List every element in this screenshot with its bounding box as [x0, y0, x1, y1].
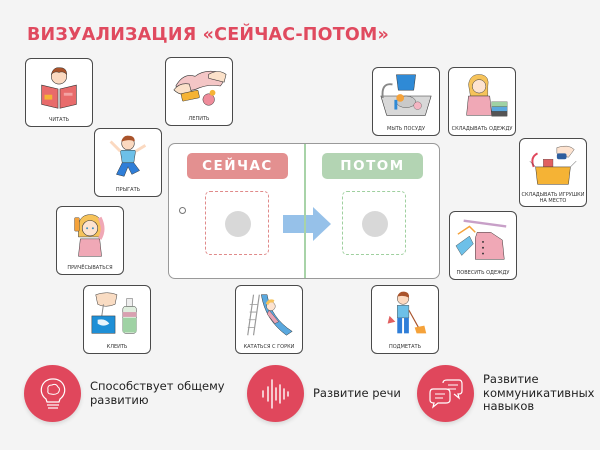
clay-hands-icon — [170, 62, 228, 110]
benefit-text: коммуникативных — [483, 385, 595, 400]
card-caption: ПРИЧЁСЫВАТЬСЯ — [67, 265, 113, 271]
card-dishes[interactable]: МЫТЬ ПОСУДУ — [372, 67, 440, 136]
benefit-text: развитию — [90, 392, 149, 407]
right-arrow-icon — [283, 207, 331, 241]
card-caption: КАТАТЬСЯ С ГОРКИ — [243, 344, 295, 350]
glue-bottle-icon — [88, 290, 146, 338]
velcro-dot — [362, 211, 388, 237]
card-hang[interactable]: ПОВЕСИТЬ ОДЕЖДУ — [449, 211, 517, 280]
now-later-board: СЕЙЧАС ПОТОМ — [168, 143, 440, 279]
jumping-boy-icon — [99, 133, 157, 181]
now-slot[interactable] — [205, 191, 269, 255]
card-fold[interactable]: СКЛАДЫВАТЬ ОДЕЖДУ — [448, 67, 516, 136]
toy-box-icon — [524, 143, 582, 187]
combing-girl-icon — [61, 211, 119, 259]
benefit-text: Развитие — [483, 372, 539, 387]
benefit-communication-skills: Развитие коммуникативных навыков — [417, 365, 594, 422]
card-caption: СКЛАДЫВАТЬ ИГРУШКИ НА МЕСТО — [521, 192, 585, 204]
soundwave-icon — [247, 365, 304, 422]
now-label: СЕЙЧАС — [187, 153, 288, 179]
card-toys[interactable]: СКЛАДЫВАТЬ ИГРУШКИ НА МЕСТО — [519, 138, 587, 207]
board-divider — [304, 144, 306, 278]
card-caption: КЛЕИТЬ — [106, 344, 128, 350]
pin-hole — [179, 207, 186, 214]
card-caption: ЛЕПИТЬ — [188, 116, 210, 122]
page-title: ВИЗУАЛИЗАЦИЯ «СЕЙЧАС-ПОТОМ» — [27, 25, 390, 45]
lightbulb-brain-icon — [24, 365, 81, 422]
benefit-text: Развитие речи — [313, 385, 401, 400]
card-comb[interactable]: ПРИЧЁСЫВАТЬСЯ — [56, 206, 124, 275]
card-sweep[interactable]: ПОДМЕТАТЬ — [371, 285, 439, 354]
card-jump[interactable]: ПРЫГАТЬ — [94, 128, 162, 197]
velcro-dot — [225, 211, 251, 237]
card-caption: ПОВЕСИТЬ ОДЕЖДУ — [456, 270, 510, 276]
card-glue[interactable]: КЛЕИТЬ — [83, 285, 151, 354]
card-slide[interactable]: КАТАТЬСЯ С ГОРКИ — [235, 285, 303, 354]
card-caption: ПРЫГАТЬ — [115, 187, 141, 193]
slide-girl-icon — [240, 290, 298, 338]
folding-clothes-icon — [453, 72, 511, 120]
washing-dishes-icon — [377, 72, 435, 120]
card-read[interactable]: ЧИТАТЬ — [25, 58, 93, 127]
chat-bubbles-icon — [417, 365, 474, 422]
card-caption: ЧИТАТЬ — [48, 117, 70, 123]
benefit-general-development: Способствует общему развитию — [24, 365, 225, 422]
benefit-text: навыков — [483, 399, 535, 414]
card-caption: ПОДМЕТАТЬ — [388, 344, 422, 350]
sweeping-boy-icon — [376, 290, 434, 338]
card-caption: СКЛАДЫВАТЬ ОДЕЖДУ — [451, 126, 513, 132]
reading-boy-icon — [30, 63, 88, 111]
card-sculpt[interactable]: ЛЕПИТЬ — [165, 57, 233, 126]
later-label: ПОТОМ — [322, 153, 423, 179]
hanging-coat-icon — [454, 216, 512, 264]
benefit-text: Способствует общему — [90, 379, 225, 393]
card-caption: МЫТЬ ПОСУДУ — [387, 126, 425, 132]
benefit-speech-development: Развитие речи — [247, 365, 401, 422]
later-slot[interactable] — [342, 191, 406, 255]
